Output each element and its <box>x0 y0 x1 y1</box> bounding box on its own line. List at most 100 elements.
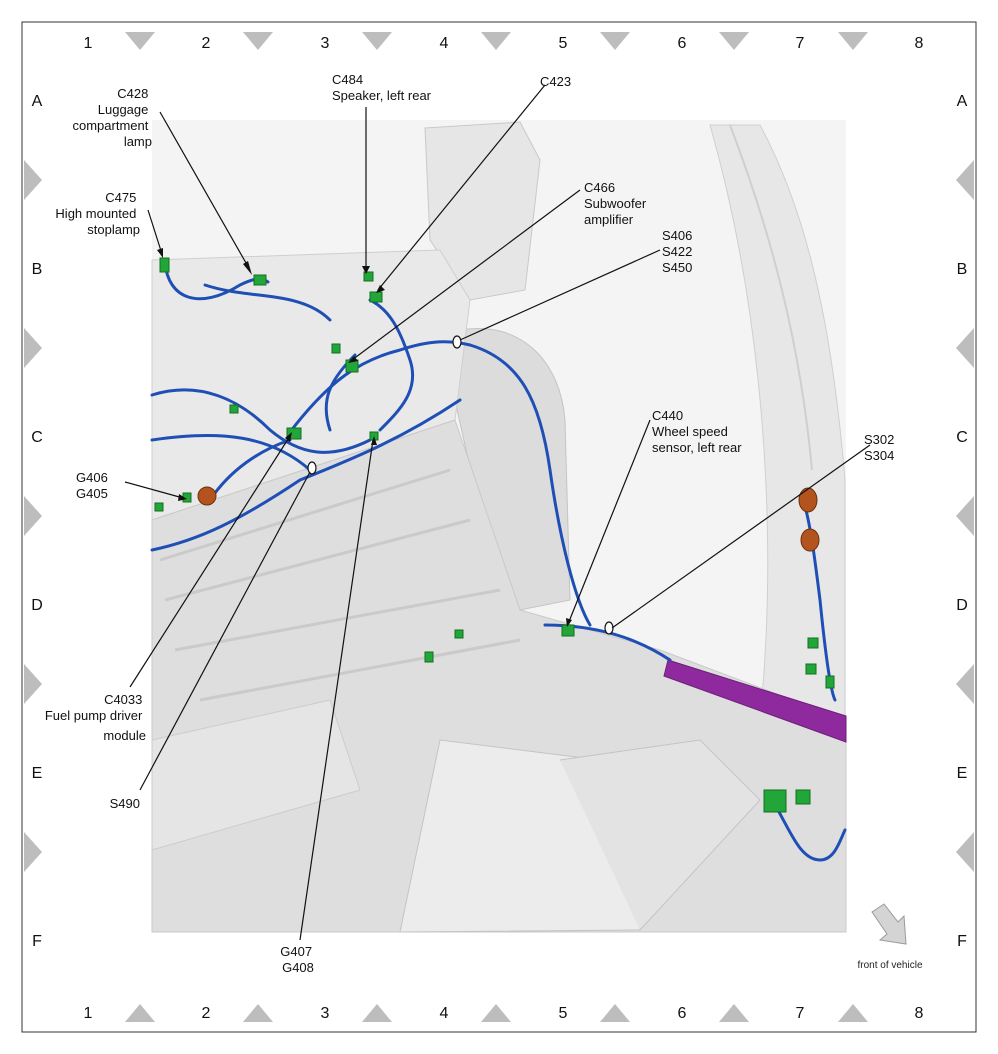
callout-line: High mounted <box>55 206 136 221</box>
grid-row-label: F <box>32 933 42 950</box>
callout-g406: G406 G405 <box>76 470 111 501</box>
vehicle-body-illustration <box>151 120 847 933</box>
grid-row-label: E <box>32 765 43 782</box>
callout-line: Speaker, left rear <box>332 88 432 103</box>
callout-line: lamp <box>124 134 152 149</box>
callout-c428: C428 Luggage compartment lamp <box>73 86 153 149</box>
grid-row-label: B <box>32 261 43 278</box>
grid-col-label: 6 <box>678 1005 687 1022</box>
callout-c484: C484 Speaker, left rear <box>332 72 432 103</box>
callout-c466: C466 Subwoofer amplifier <box>584 180 650 227</box>
grid-rows-right: A B C D E F <box>956 93 968 950</box>
connector-c484 <box>363 271 374 282</box>
grid-col-label: 1 <box>84 35 93 52</box>
grid-col-label: 6 <box>678 35 687 52</box>
callout-line: S450 <box>662 260 692 275</box>
grid-row-label: D <box>31 597 43 614</box>
connector-cluster-right <box>763 789 787 813</box>
callout-line: G405 <box>76 486 108 501</box>
grid-col-label: 2 <box>202 1005 211 1022</box>
orientation-indicator: front of vehicle <box>857 903 923 971</box>
grid-markers-sides <box>24 160 974 872</box>
connectors <box>154 257 835 813</box>
grid-row-label: E <box>957 765 968 782</box>
leader-lines <box>124 84 871 941</box>
splice-s304 <box>800 528 820 552</box>
grid-markers-top <box>125 32 868 50</box>
grid-col-label: 3 <box>321 35 330 52</box>
callout-line: G407 <box>280 944 312 959</box>
callout-line: Wheel speed <box>652 424 728 439</box>
callout-line: G406 <box>76 470 108 485</box>
callout-s406: S406 S422 S450 <box>662 228 696 275</box>
callout-line: S422 <box>662 244 692 259</box>
ground-points <box>197 486 820 552</box>
callout-line: C423 <box>540 74 571 89</box>
splice-s406 <box>452 335 462 349</box>
splice-markers <box>307 335 614 635</box>
callout-line: Luggage <box>98 102 149 117</box>
ground-g405 <box>197 486 217 506</box>
callout-line: S302 <box>864 432 894 447</box>
callout-line: C4033 <box>104 692 142 707</box>
callout-line: C440 <box>652 408 683 423</box>
grid-row-label: A <box>32 93 43 110</box>
grid-columns-top: 1 2 3 4 5 6 7 8 <box>84 35 924 52</box>
connector-c440 <box>561 624 575 637</box>
grid-row-label: D <box>956 597 968 614</box>
grid-col-label: 2 <box>202 35 211 52</box>
callout-line: S490 <box>110 796 140 811</box>
callout-c4033: C4033 Fuel pump driver module <box>45 692 146 743</box>
callout-line: module <box>103 728 146 743</box>
grid-col-label: 4 <box>440 1005 449 1022</box>
connector-c428 <box>253 274 267 286</box>
callout-s302: S302 S304 <box>864 432 898 463</box>
callout-c440: C440 Wheel speed sensor, left rear <box>652 408 742 455</box>
callout-line: compartment <box>73 118 149 133</box>
front-arrow-icon <box>871 903 907 945</box>
callout-line: C428 <box>117 86 148 101</box>
grid-col-label: 4 <box>440 35 449 52</box>
grid-row-label: C <box>31 429 43 446</box>
grid-col-label: 1 <box>84 1005 93 1022</box>
callout-line: C484 <box>332 72 363 87</box>
grid-row-label: F <box>957 933 967 950</box>
grid-row-label: C <box>956 429 968 446</box>
diagram-border <box>21 21 977 1033</box>
splice-s490 <box>307 461 317 475</box>
callout-line: C475 <box>105 190 136 205</box>
grid-col-label: 5 <box>559 35 568 52</box>
grid-row-label: B <box>957 261 968 278</box>
grid-col-label: 7 <box>796 35 805 52</box>
callout-line: S406 <box>662 228 692 243</box>
grid-markers-bottom <box>125 1004 868 1022</box>
grid-col-label: 3 <box>321 1005 330 1022</box>
connector-c475 <box>159 257 170 273</box>
callout-line: S304 <box>864 448 894 463</box>
callout-c475: C475 High mounted stoplamp <box>55 190 140 237</box>
grid-rows-left: A B C D E F <box>31 93 43 950</box>
callout-line: stoplamp <box>87 222 140 237</box>
callout-labels: C428 Luggage compartment lamp C475 High … <box>45 72 898 975</box>
connector-c423 <box>369 291 383 303</box>
callout-s490: S490 <box>110 796 140 811</box>
callout-line: Subwoofer <box>584 196 647 211</box>
front-of-vehicle-label: front of vehicle <box>857 960 922 971</box>
callout-line: G408 <box>282 960 314 975</box>
splice-s302-marker <box>604 621 614 635</box>
grid-col-label: 5 <box>559 1005 568 1022</box>
grid-col-label: 7 <box>796 1005 805 1022</box>
grid-row-label: A <box>957 93 968 110</box>
callout-line: amplifier <box>584 212 634 227</box>
callout-c423: C423 <box>540 74 571 89</box>
callout-line: sensor, left rear <box>652 440 742 455</box>
grid-col-label: 8 <box>915 35 924 52</box>
callout-line: Fuel pump driver <box>45 708 143 723</box>
grid-columns-bottom: 1 2 3 4 5 6 7 8 <box>84 1005 924 1022</box>
callout-g407: G407 G408 <box>280 944 315 975</box>
callout-line: C466 <box>584 180 615 195</box>
splice-s302 <box>798 487 818 513</box>
connector-c4033 <box>286 427 302 440</box>
grid-col-label: 8 <box>915 1005 924 1022</box>
